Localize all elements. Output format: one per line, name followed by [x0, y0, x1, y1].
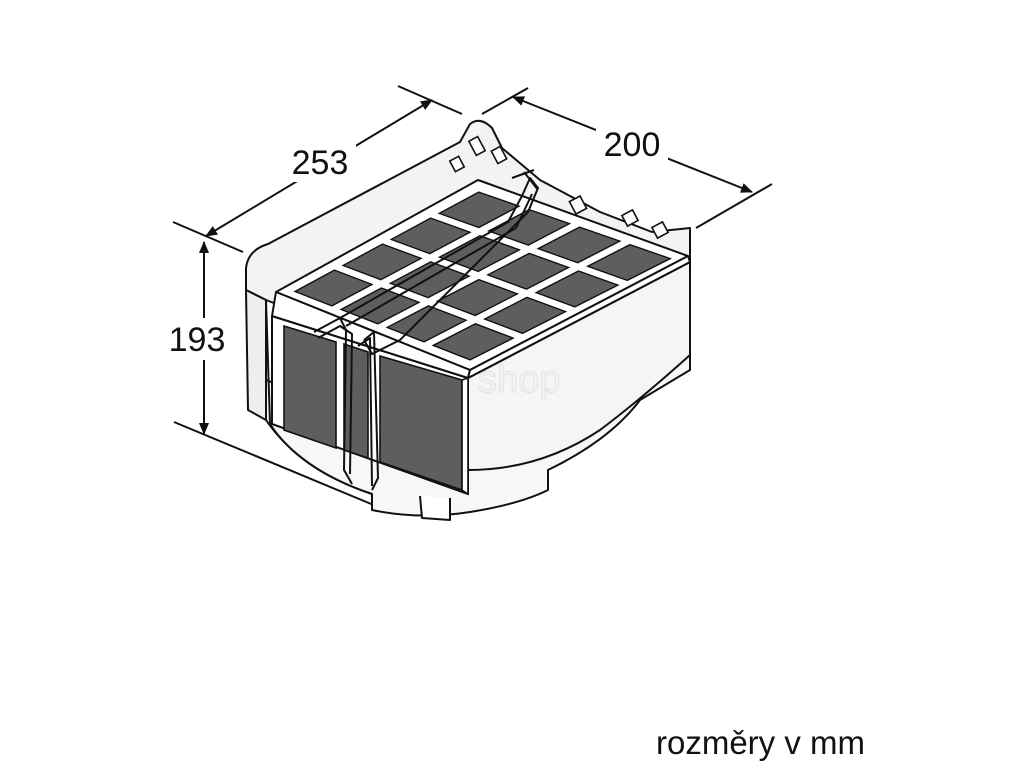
filter-cell: [482, 296, 568, 335]
housing-right-wall: [467, 261, 691, 471]
depth-extension-left: [481, 87, 529, 115]
filter-cell: [293, 269, 374, 307]
units-note: rozměry v mm: [656, 724, 865, 761]
filter-cell: [487, 208, 572, 246]
width-label: 253: [292, 144, 349, 182]
watermark-text: shop: [478, 359, 560, 401]
filter-cell: [585, 243, 673, 282]
filter-cell: [536, 226, 622, 264]
front-panel-middle: [343, 342, 369, 460]
height-label: 193: [169, 321, 226, 359]
filter-cell: [437, 191, 521, 229]
front-panel-left: [283, 324, 337, 450]
filter-cell: [341, 243, 423, 281]
filter-cell: [534, 270, 620, 308]
wire-handle: [313, 169, 539, 491]
filter-cell: [437, 234, 522, 273]
height-extension-bottom: [173, 421, 377, 507]
filter-cell: [435, 278, 520, 317]
housing-left-frame: [245, 289, 267, 421]
width-extension-left: [172, 221, 244, 253]
depth-extension-right: [695, 183, 773, 229]
width-extension-right: [397, 85, 463, 115]
front-filter-panels: [283, 324, 469, 496]
filter-cell: [486, 252, 571, 290]
depth-label: 200: [604, 126, 661, 164]
filter-cell: [389, 217, 472, 255]
housing-clips: [448, 135, 670, 240]
watermark: shop: [477, 358, 561, 401]
filter-cell: [431, 323, 515, 361]
